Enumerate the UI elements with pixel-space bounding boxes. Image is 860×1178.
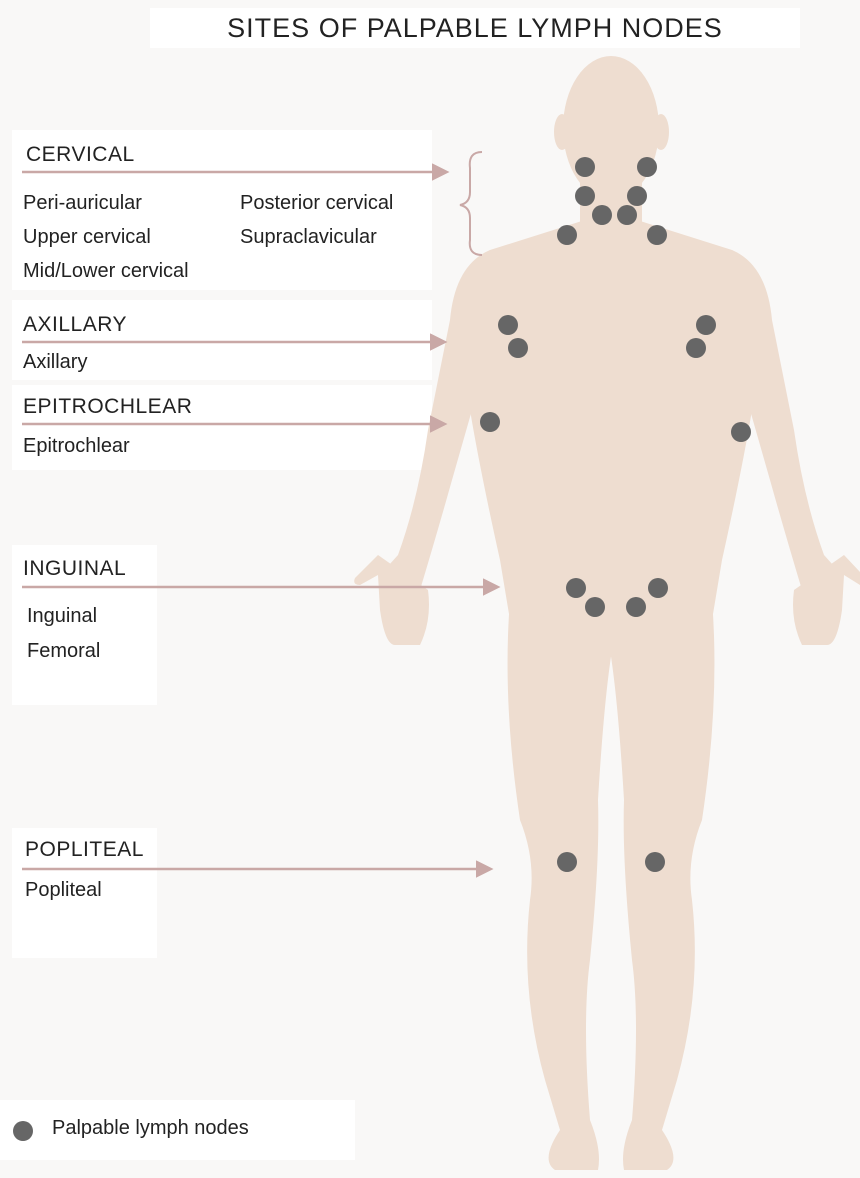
supraclavicular-label: Supraclavicular: [240, 226, 377, 249]
upper-cervical-label: Upper cervical: [23, 226, 151, 249]
lymph-node-marker: [498, 315, 518, 335]
lymph-node-marker: [686, 338, 706, 358]
axillary-label: Axillary: [23, 351, 87, 374]
right-ear: [653, 114, 669, 150]
epitrochlear-heading: EPITROCHLEAR: [23, 395, 192, 419]
lymph-node-marker: [566, 578, 586, 598]
lymph-node-marker: [645, 852, 665, 872]
lymph-node-marker: [637, 157, 657, 177]
right-leg: [610, 600, 714, 1170]
left-ear: [554, 114, 570, 150]
legend-label: Palpable lymph nodes: [52, 1117, 249, 1140]
mid-lower-cervical-label: Mid/Lower cervical: [23, 260, 189, 283]
posterior-cervical-label: Posterior cervical: [240, 192, 393, 215]
lymph-node-marker: [647, 225, 667, 245]
lymph-node-marker: [585, 597, 605, 617]
lymph-node-marker: [592, 205, 612, 225]
left-leg: [508, 600, 612, 1170]
cervical-heading: CERVICAL: [26, 143, 135, 167]
femoral-label: Femoral: [27, 640, 100, 663]
lymph-node-marker: [575, 186, 595, 206]
lymph-node-marker: [617, 205, 637, 225]
trunk: [460, 220, 762, 650]
lymph-node-marker: [480, 412, 500, 432]
cervical-bracket: [460, 152, 482, 255]
axillary-heading: AXILLARY: [23, 313, 127, 337]
popliteal-heading: POPLITEAL: [25, 838, 144, 862]
legend-node-marker: [13, 1121, 33, 1141]
peri-auricular-label: Peri-auricular: [23, 192, 142, 215]
lymph-node-marker: [731, 422, 751, 442]
lymph-node-marker: [508, 338, 528, 358]
inguinal-heading: INGUINAL: [23, 557, 126, 581]
lymph-node-marker: [575, 157, 595, 177]
lymph-node-marker: [627, 186, 647, 206]
lymph-node-marker: [557, 225, 577, 245]
lymph-node-marker: [696, 315, 716, 335]
inguinal-label: Inguinal: [27, 605, 97, 628]
lymph-node-marker: [648, 578, 668, 598]
popliteal-label: Popliteal: [25, 879, 102, 902]
epitrochlear-label: Epitrochlear: [23, 435, 130, 458]
lymph-node-marker: [626, 597, 646, 617]
lymph-node-marker: [557, 852, 577, 872]
